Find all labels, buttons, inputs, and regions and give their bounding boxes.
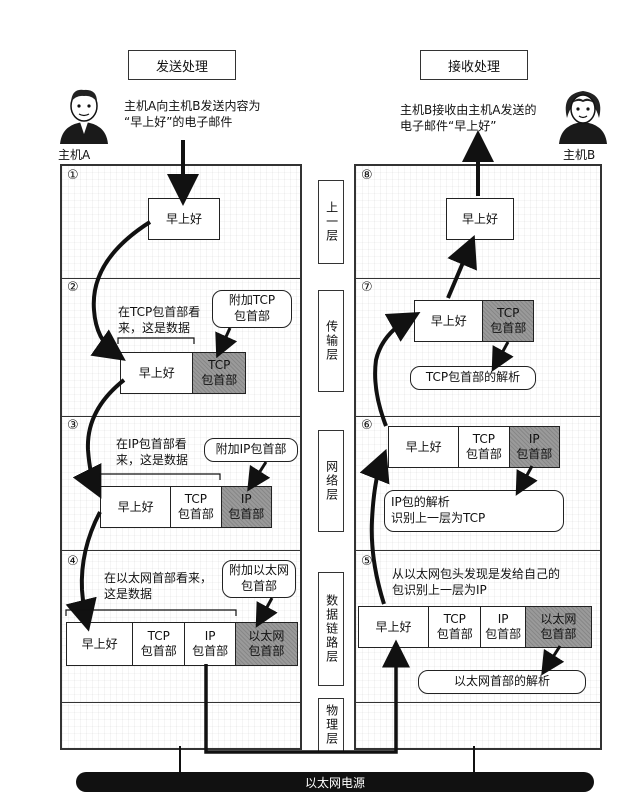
right-flow-arrow-2 <box>373 312 421 427</box>
ip-header-field: IP 包首部 <box>481 607 526 647</box>
add-eth-pointer <box>255 597 278 628</box>
right-flow-arrow-3 <box>446 234 477 299</box>
host-a-caption: 主机A向主机B发送内容为 “早上好”的电子邮件 <box>124 99 261 130</box>
ip-header-field: IP 包首部 <box>185 623 236 665</box>
add-ethernet-header-bubble: 附加以太网 包首部 <box>222 560 296 598</box>
receive-processing-header: 接收处理 <box>420 50 528 80</box>
tcp-data-bracket <box>117 337 195 344</box>
receiver-network-packet: 早上好 TCP 包首部 IP 包首部 <box>388 426 560 468</box>
tcp-header-field: TCP 包首部 <box>459 427 510 467</box>
tcp-header-field: TCP 包首部 <box>483 301 533 341</box>
host-a-label: 主机A <box>58 148 91 162</box>
right-flow-arrow-1 <box>359 448 390 605</box>
data-field: 早上好 <box>415 301 484 341</box>
sender-network-packet: 早上好 TCP 包首部 IP 包首部 <box>100 486 272 528</box>
left-flow-arrow-1 <box>90 220 152 361</box>
ethernet-bus: 以太网电源 <box>76 772 594 792</box>
host-a-person-icon <box>60 89 108 144</box>
add-tcp-pointer <box>215 327 238 359</box>
data-field: 早上好 <box>101 487 172 527</box>
layer-transport-label: 传输层 <box>318 290 344 392</box>
data-field: 早上好 <box>121 353 194 393</box>
eth-data-bracket <box>65 609 237 616</box>
left-flow-arrow-3 <box>65 511 102 632</box>
step-5-number: ⑤ <box>361 554 373 569</box>
step-7-number: ⑦ <box>361 280 373 295</box>
tcp-header-field: TCP 包首部 <box>429 607 482 647</box>
receiver-upper-packet: 早上好 <box>446 198 514 240</box>
sender-transport-packet: 早上好 TCP 包首部 <box>120 352 246 394</box>
data-field: 早上好 <box>165 211 202 226</box>
tcp-header-field: TCP 包首部 <box>193 353 245 393</box>
tcp-header-parse-bubble: TCP包首部的解析 <box>410 366 536 390</box>
tcp-header-field: TCP 包首部 <box>171 487 222 527</box>
physical-transmission-line <box>204 639 410 754</box>
step-6-number: ⑥ <box>361 418 373 433</box>
send-processing-header: 发送处理 <box>128 50 236 80</box>
data-field: 早上好 <box>359 607 430 647</box>
host-b-caption: 主机B接收由主机A发送的 电子邮件“早上好” <box>400 103 537 134</box>
data-field: 早上好 <box>67 623 134 665</box>
layer-upper-label: 上一层 <box>318 180 344 264</box>
add-ip-header-bubble: 附加IP包首部 <box>204 438 298 462</box>
step-1-number: ① <box>67 168 79 183</box>
ip-data-view-note: 在IP包首部看 来，这是数据 <box>116 437 189 468</box>
layer-network-label: 网络层 <box>318 430 344 532</box>
host-b-person-icon <box>559 91 607 144</box>
ethernet-data-view-note: 在以太网首部看来， 这是数据 <box>104 571 213 602</box>
data-field: 早上好 <box>389 427 460 467</box>
add-tcp-header-bubble: 附加TCP 包首部 <box>212 290 292 328</box>
step-3-number: ③ <box>67 418 79 433</box>
layer-datalink-label: 数据链路层 <box>318 572 344 686</box>
sender-datalink-packet: 早上好 TCP 包首部 IP 包首部 以太网 包首部 <box>66 622 298 666</box>
tcp-header-field: TCP 包首部 <box>133 623 186 665</box>
ip-parse-pointer <box>515 465 538 496</box>
ip-header-field: IP 包首部 <box>509 427 559 467</box>
host-b-label: 主机B <box>563 148 596 162</box>
layer-physical-label: 物理层 <box>318 698 344 752</box>
left-flow-arrow-2 <box>72 378 126 499</box>
step-4-number: ④ <box>67 554 79 569</box>
tcp-data-view-note: 在TCP包首部看 来，这是数据 <box>118 305 201 336</box>
ip-parse-bubble: IP包的解析 识别上一层为TCP <box>384 490 564 532</box>
ethernet-header-field: 以太网 包首部 <box>525 607 591 647</box>
ip-header-field: IP 包首部 <box>221 487 271 527</box>
ethernet-bus-label: 以太网电源 <box>304 775 365 790</box>
step-2-number: ② <box>67 280 79 295</box>
step-8-number: ⑧ <box>361 168 373 183</box>
ethernet-header-field: 以太网 包首部 <box>235 623 297 665</box>
eth-parse-pointer <box>541 645 565 676</box>
tcp-parse-pointer <box>491 341 514 372</box>
add-ip-pointer <box>247 461 271 492</box>
data-field: 早上好 <box>461 211 498 226</box>
ethernet-found-note: 从以太网包头发现是发给自己的 包识别上一层为IP <box>392 567 561 598</box>
ip-data-bracket <box>99 473 221 480</box>
